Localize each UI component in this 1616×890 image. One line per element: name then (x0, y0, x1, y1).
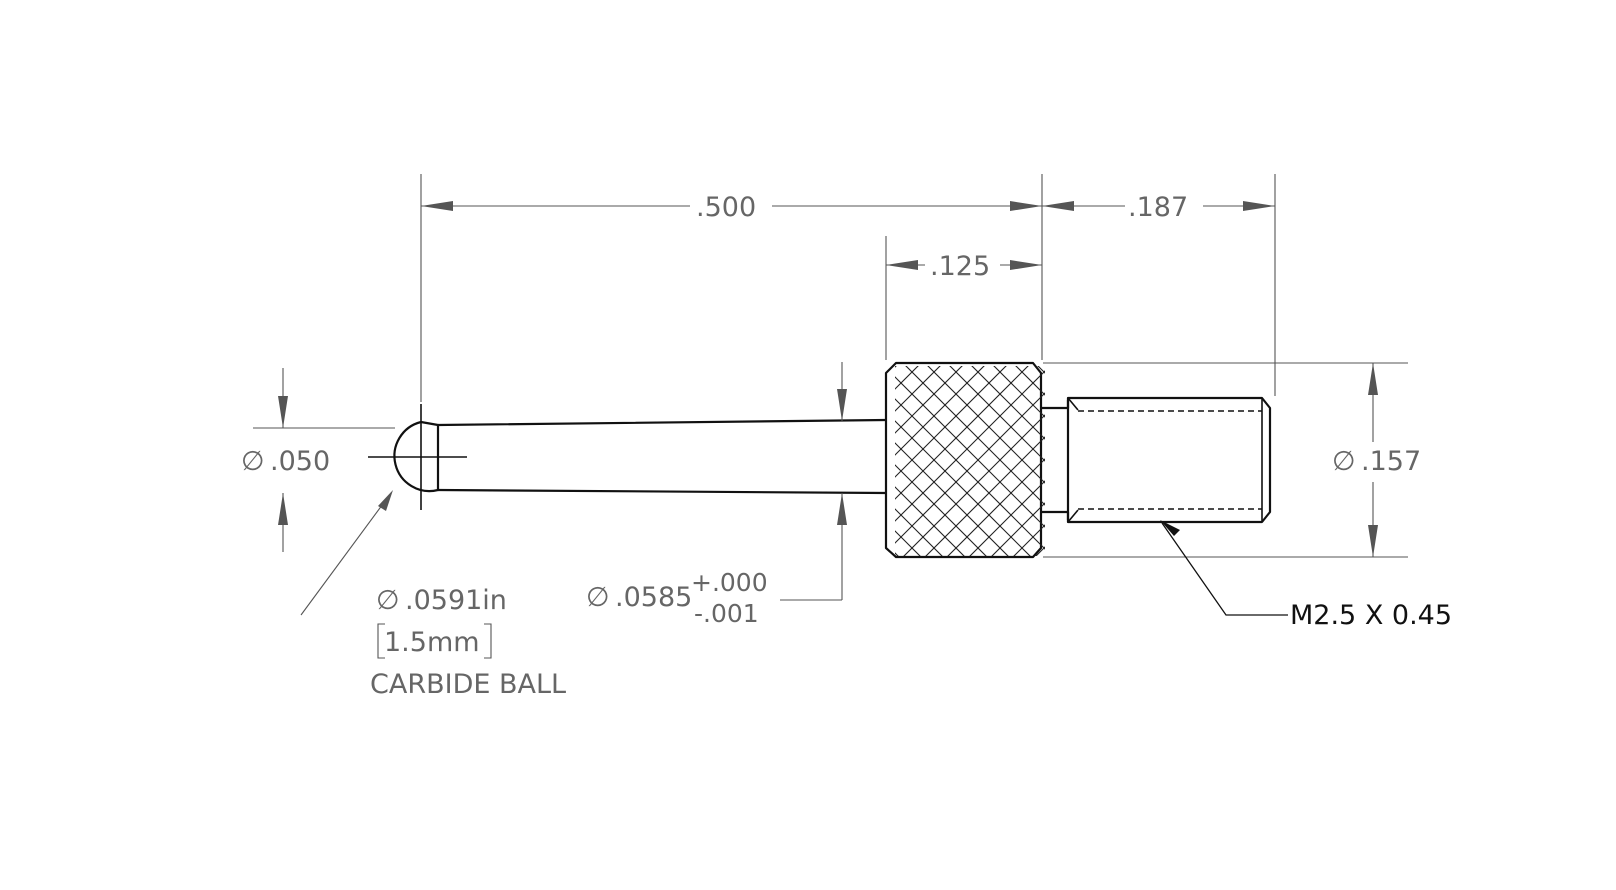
knurl-line (895, 508, 943, 556)
threaded-stud (1066, 396, 1272, 524)
knurl-line (895, 552, 899, 556)
knurl-line (895, 366, 1029, 500)
knurl-line (1054, 360, 1254, 560)
knurl-line (895, 366, 897, 368)
tolerance-lower: -.001 (694, 599, 759, 628)
carbide-ball (393, 420, 440, 493)
diameter-symbol: ∅ (241, 446, 265, 477)
knurl-line (895, 366, 919, 390)
knurl-line (993, 366, 1045, 418)
knurl-line (1120, 360, 1320, 560)
diameter-symbol: ∅ (376, 585, 400, 616)
knurl-line (971, 366, 1045, 440)
knurl-line (895, 366, 963, 434)
tolerance-upper: +.000 (691, 568, 768, 597)
part-outline (368, 360, 1386, 560)
knurl-line (680, 360, 880, 560)
knurl-line (895, 530, 921, 556)
tapered-shaft (437, 418, 887, 495)
knurl-line (925, 436, 1045, 556)
dimension-labels: .500 .187 .125 ∅ .050 ∅ .157 ∅ .0585 +.0… (241, 192, 1421, 628)
knurl-line (1098, 360, 1298, 560)
knurl-line (1098, 360, 1298, 560)
knurl-line (895, 366, 941, 412)
knurl-line (895, 366, 1007, 478)
ball-size-mm: 1.5mm (384, 627, 480, 658)
thread-relief-neck (1041, 400, 1070, 520)
knurl-line (1186, 360, 1386, 560)
knurl-line (903, 414, 1045, 556)
dim-shaft-dia: .0585 (615, 582, 692, 613)
diameter-symbol: ∅ (1332, 446, 1356, 477)
thread-chamfer-left (1067, 397, 1079, 411)
knurl-line (895, 486, 965, 556)
thread-callout: M2.5 X 0.45 (1290, 600, 1452, 631)
dim-body-dia: .157 (1361, 446, 1421, 477)
knurl-line (895, 370, 1045, 522)
dimension-lines (253, 174, 1408, 616)
ball-material: CARBIDE BALL (370, 669, 566, 700)
ball-callout: ∅ .0591in 1.5mm CARBIDE BALL (370, 585, 566, 700)
dim-thread-length: .187 (1128, 192, 1188, 223)
knurl-line (1054, 360, 1254, 560)
dim-overall-length: .500 (696, 192, 756, 223)
knurl-line (1186, 360, 1386, 560)
knurl-line (969, 480, 1045, 556)
dim-shaft-end-dia: .050 (270, 446, 330, 477)
knurl-line (895, 366, 985, 456)
knurl-line (1035, 546, 1045, 556)
knurl-line (1037, 366, 1045, 374)
knurl-line (947, 458, 1045, 556)
knurl-line (1015, 366, 1045, 396)
ball-size-inch: .0591in (405, 585, 507, 616)
knurl-line (895, 464, 987, 556)
dim-knurl-width: .125 (930, 251, 990, 282)
knurl-line (1120, 360, 1320, 560)
knurl-line (680, 360, 880, 560)
diameter-symbol: ∅ (586, 582, 610, 613)
knurl-pattern (680, 360, 1386, 560)
thread-chamfer-left-bottom (1067, 509, 1079, 523)
knurled-collar (884, 361, 1043, 559)
knurl-line (1013, 524, 1045, 556)
knurl-line (991, 502, 1045, 556)
knurl-line (895, 392, 1045, 544)
